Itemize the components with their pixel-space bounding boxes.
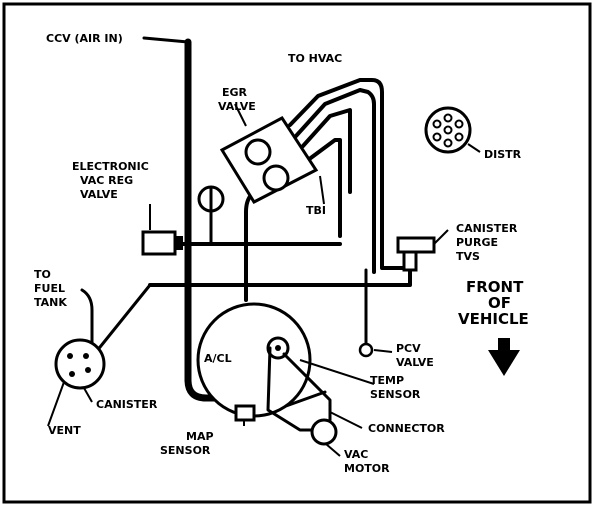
fuel-tank-hose [80,288,94,352]
egr-solenoid [197,185,225,213]
egr-tbi-block [219,116,319,204]
label-evrv-3: VALVE [80,188,118,201]
hvac-hose-1 [288,78,412,270]
label-vac-motor-1: VAC [344,448,368,461]
label-vac-motor-2: MOTOR [344,462,390,475]
label-canister: CANISTER [96,398,158,411]
distributor [424,106,481,154]
label-map-sensor-1: MAP [186,430,214,443]
label-map-sensor-2: SENSOR [160,444,211,457]
label-to-fuel-tank-1: TO [34,268,51,281]
charcoal-canister [54,338,106,390]
arrow-down-icon [488,350,520,376]
label-canister-purge-3: TVS [456,250,480,263]
ccv-hose [184,38,239,402]
label-evrv-2: VAC REG [80,174,133,187]
label-to-fuel-tank-3: TANK [34,296,67,309]
label-egr-2: VALVE [218,100,256,113]
label-canister-purge-1: CANISTER [456,222,518,235]
hvac-hose-3 [301,108,352,194]
canister-purge-tvs [396,236,436,272]
label-front-2: OF [488,294,511,312]
label-pcv-1: PCV [396,342,421,355]
label-evrv-1: ELECTRONIC [72,160,149,173]
label-ccv: CCV (AIR IN) [46,32,123,45]
tbi-port-1 [244,138,272,166]
hose-network [80,36,412,402]
tbi-port-2 [262,164,290,192]
leader-lines [47,103,449,457]
ccv-leader-hose [142,36,190,44]
temp-sensor-assembly [266,336,338,446]
pcv-valve [358,342,374,358]
label-to-hvac: TO HVAC [288,52,342,65]
label-vent: VENT [48,424,81,437]
hvac-hose-4 [306,138,342,238]
purge-hose [148,266,412,287]
label-distr: DISTR [484,148,522,161]
label-to-fuel-tank-2: FUEL [34,282,65,295]
label-tbi: TBI [306,204,326,217]
label-canister-purge-2: PURGE [456,236,498,249]
evrv-component [141,230,183,256]
label-front-3: VEHICLE [458,310,529,328]
label-pcv-2: VALVE [396,356,434,369]
hvac-hose-2 [294,88,376,274]
arrow-down-icon-stem [498,338,510,352]
label-acl: A/CL [204,352,232,365]
label-front-1: FRONT [466,278,524,296]
diagram-frame [2,2,592,504]
vac-motor [310,418,338,446]
label-temp-sensor-2: SENSOR [370,388,421,401]
label-temp-sensor-1: TEMP [370,374,404,387]
map-sensor [234,404,256,422]
label-connector: CONNECTOR [368,422,445,435]
label-egr-1: EGR [222,86,248,99]
